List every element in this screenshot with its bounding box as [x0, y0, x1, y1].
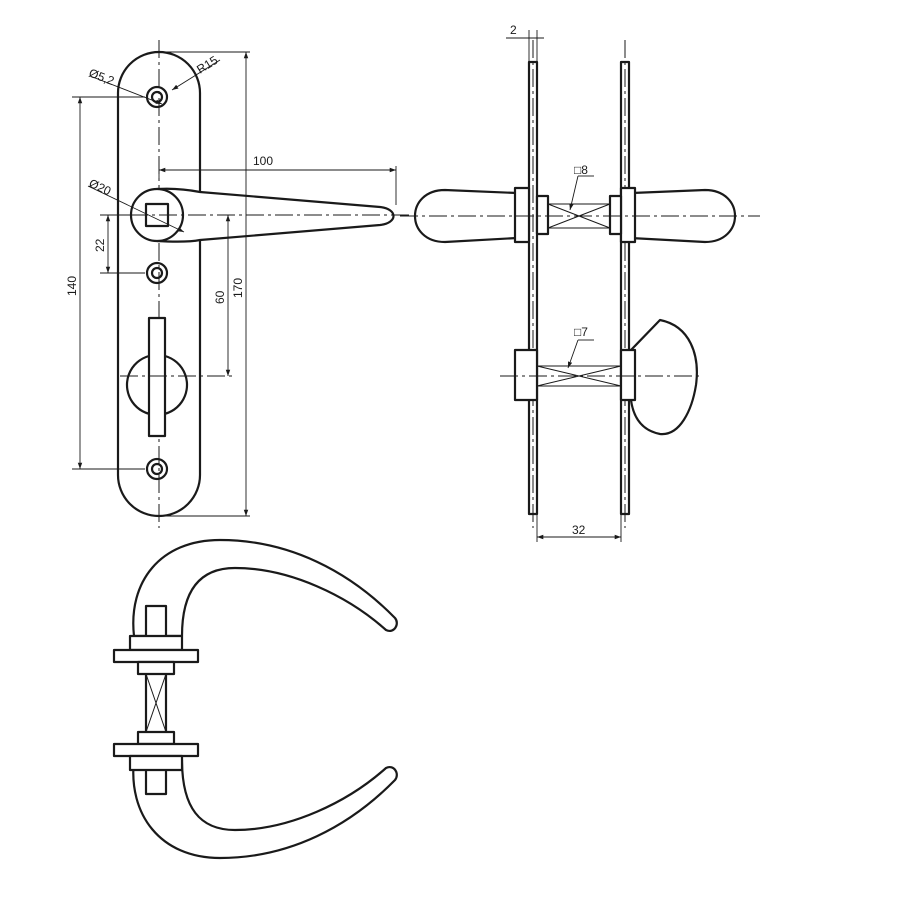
- square-spindle-7: [536, 365, 622, 387]
- dim-spindle-to-hole: 22: [93, 238, 107, 252]
- bottom-screw-hole: [145, 457, 169, 481]
- dim-spindle-to-lock: 60: [213, 290, 227, 304]
- front-view: Ø5,2 R15 100 Ø20 22 140 60 170: [65, 40, 410, 528]
- dim-square-spindle-7: □7: [574, 325, 588, 339]
- dim-boss-diameter: Ø20: [87, 176, 114, 198]
- dim-hole-diameter: Ø5,2: [87, 66, 117, 89]
- dim-hole-spacing: 140: [65, 276, 79, 296]
- upper-curved-lever: [132, 538, 398, 638]
- thumbturn-side: [629, 318, 698, 436]
- side-view: 2 □8 □7 32: [400, 23, 760, 542]
- dim-plate-radius: R15: [194, 53, 220, 77]
- top-spindle-cross: [145, 673, 167, 733]
- top-view: [112, 538, 398, 860]
- dim-door-thickness: 32: [572, 523, 586, 537]
- top-screw-hole: [145, 85, 169, 109]
- dim-plate-height: 170: [231, 278, 245, 298]
- dim-square-spindle-8: □8: [574, 163, 588, 177]
- middle-screw-hole: [145, 261, 169, 285]
- dim-plate-thickness: 2: [510, 23, 517, 37]
- dim-lever-length: 100: [253, 154, 273, 168]
- lower-curved-lever: [132, 758, 398, 860]
- thumbturn: [120, 316, 232, 438]
